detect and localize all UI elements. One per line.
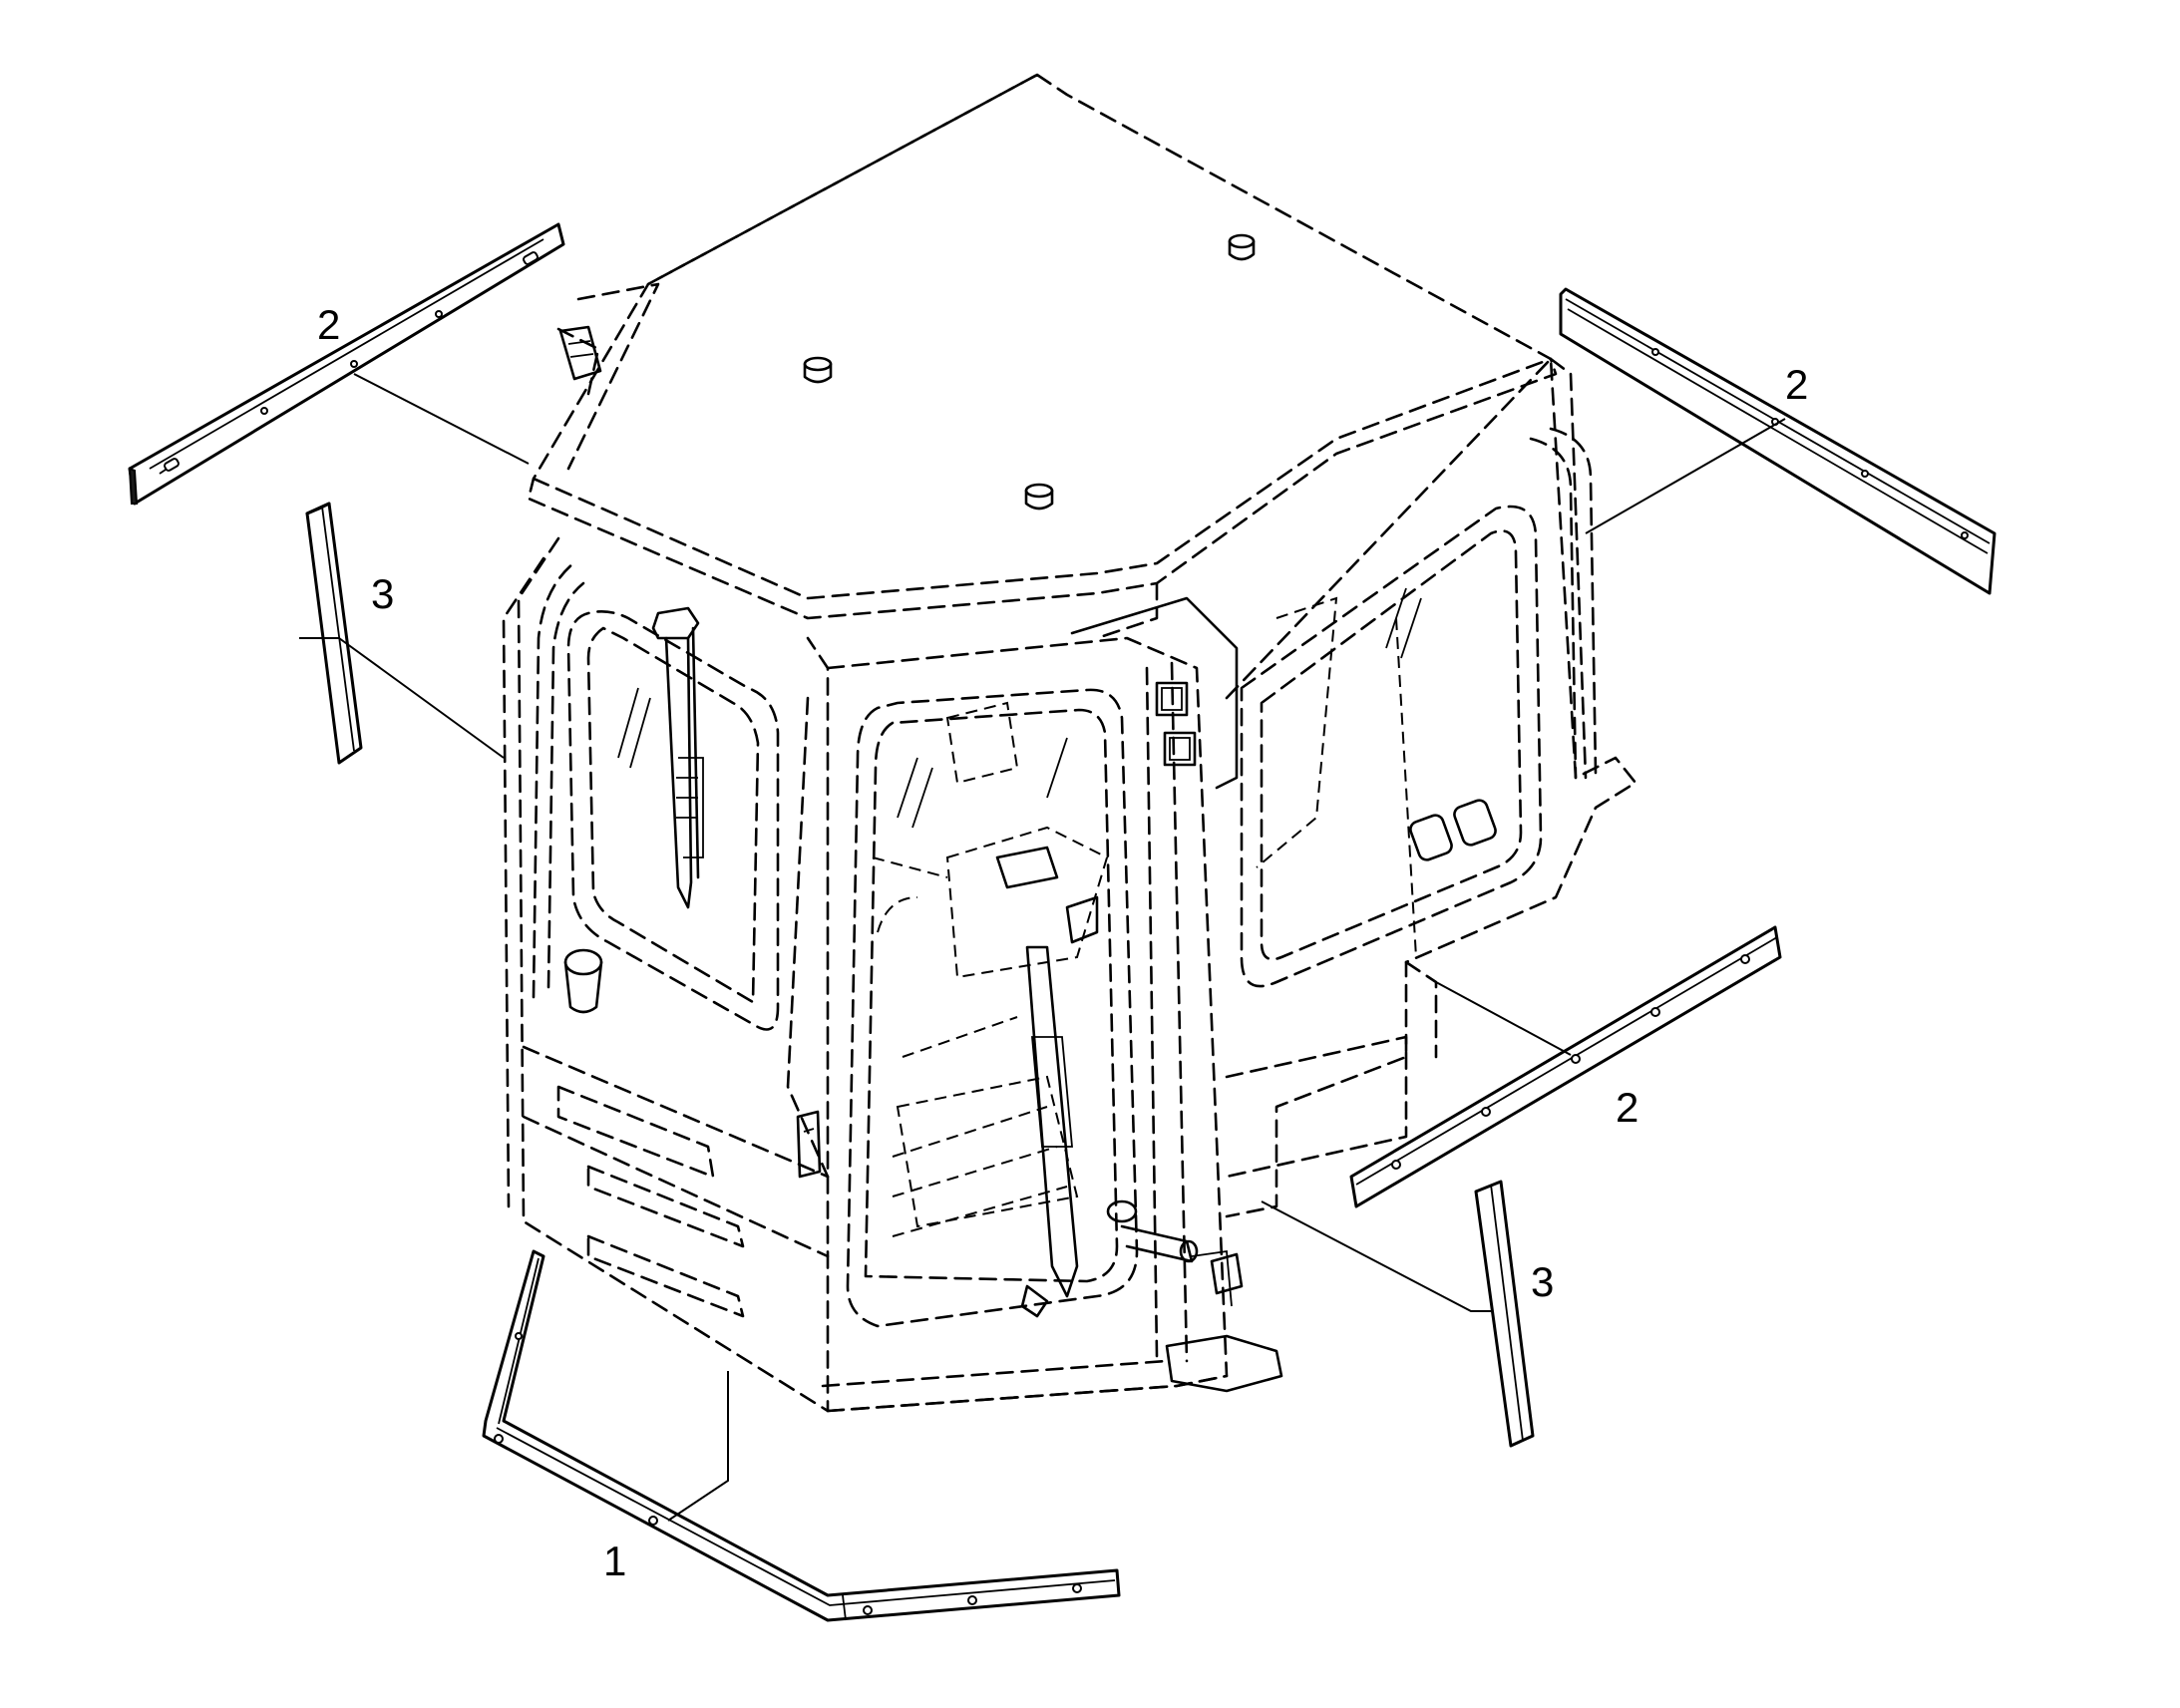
leader-front-lower-seal (667, 1371, 729, 1522)
cab-right-side (1225, 357, 1637, 1218)
roof-boss-1 (803, 356, 833, 384)
cab-front-door (826, 636, 1229, 1413)
part-left-upper-seal (128, 222, 565, 506)
leader-right-lower-seal (1435, 981, 1572, 1056)
door-latch-icon (796, 1110, 822, 1179)
callout-labels: 2 2 2 3 3 1 (317, 301, 1808, 1584)
part-right-corner-post (1474, 1180, 1535, 1448)
pillar-base-icon (1165, 1249, 1283, 1393)
leader-right-upper-seal (1585, 418, 1786, 534)
leader-right-corner-post (1261, 1200, 1491, 1312)
leader-left-upper-seal (353, 373, 530, 465)
callout-front-lower-seal: 1 (603, 1537, 626, 1584)
part-left-corner-post (305, 502, 363, 765)
part-right-upper-seal (1559, 287, 1997, 595)
leader-lines (299, 373, 1786, 1522)
leader-left-corner-post (299, 637, 505, 759)
front-wiper-icon (1020, 945, 1079, 1318)
callout-left-upper-seal: 2 (317, 301, 340, 348)
callout-right-lower-seal: 2 (1616, 1084, 1638, 1131)
cab-details (558, 325, 1283, 1393)
callout-left-corner-post: 3 (371, 570, 394, 617)
roof-boss-2 (1024, 483, 1054, 511)
part-right-lower-seal (1349, 925, 1782, 1208)
work-light-icon (558, 325, 602, 381)
cab-left-side (517, 536, 830, 1413)
callout-right-corner-post: 3 (1531, 1258, 1554, 1305)
left-wiper-icon (651, 606, 704, 909)
cab-right-window (1240, 505, 1543, 988)
callout-right-upper-seal: 2 (1785, 361, 1808, 408)
mirror-mount-icon (563, 948, 603, 1014)
marker-light-icon (1070, 596, 1239, 790)
pivot-stud-icon (1106, 1199, 1199, 1263)
part-front-lower-seal (482, 1249, 1121, 1622)
seat-bracket-icon (995, 846, 1099, 944)
cab-body (502, 73, 1637, 1413)
roof-boss-3 (1228, 233, 1256, 261)
cab-roof (527, 73, 1558, 620)
cab-left-window (566, 610, 780, 1031)
cab-front-window (846, 688, 1139, 1328)
